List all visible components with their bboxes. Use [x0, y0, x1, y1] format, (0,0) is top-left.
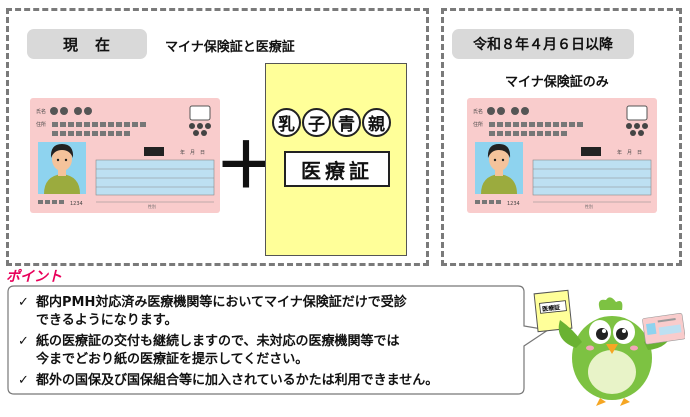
- current-label: 現 在: [27, 29, 147, 59]
- svg-text:氏名: 氏名: [473, 108, 483, 115]
- type-oya: 親: [362, 108, 391, 137]
- svg-text:氏名: 氏名: [36, 108, 46, 115]
- svg-text:性別: 性別: [148, 203, 156, 209]
- type-sei: 青: [332, 108, 361, 137]
- future-panel: [441, 8, 682, 266]
- mascot-bird-icon: 医療証: [533, 289, 685, 406]
- check-icon: ✓: [18, 373, 29, 388]
- svg-text:年 月 日: 年 月 日: [180, 149, 205, 156]
- future-caption: マイナ保険証のみ: [505, 75, 609, 90]
- point-list: ✓ 都内PMH対応済み医療機関等においてマイナ保険証だけで受診 できるようになり…: [18, 294, 438, 393]
- point-label: ポイント: [6, 269, 62, 285]
- paper-medical-certificate: 乳 子 青 親 医療証: [265, 63, 407, 256]
- future-label: 令和８年４月６日以降: [452, 29, 634, 59]
- certificate-title: 医療証: [284, 151, 390, 187]
- my-number-card-future: 氏名 住所 年 月 日 1234 性別: [467, 98, 657, 213]
- check-icon: ✓: [18, 334, 29, 349]
- my-number-card-current: 氏名 住所 年 月 日 1234 性別: [30, 98, 220, 213]
- svg-text:1234: 1234: [507, 201, 520, 207]
- check-icon: ✓: [18, 295, 29, 310]
- type-ko: 子: [302, 108, 331, 137]
- svg-text:性別: 性別: [585, 203, 593, 209]
- svg-text:1234: 1234: [70, 201, 83, 207]
- mascot-sign-text: 医療証: [542, 303, 561, 313]
- svg-text:住所: 住所: [473, 121, 483, 128]
- point-item: ✓ 紙の医療証の交付も継続しますので、未対応の医療機関等では 今までどおり紙の医…: [18, 334, 400, 367]
- type-nyu: 乳: [272, 108, 301, 137]
- current-panel: [6, 8, 429, 266]
- svg-text:住所: 住所: [36, 121, 46, 128]
- point-item: ✓ 都内PMH対応済み医療機関等においてマイナ保険証だけで受診 できるようになり…: [18, 295, 407, 328]
- current-caption: マイナ保険証と医療証: [165, 40, 295, 55]
- point-item: ✓ 都外の国保及び国保組合等に加入されているかたは利用できません。: [18, 373, 439, 388]
- certificate-types: 乳 子 青 親: [272, 108, 391, 137]
- svg-text:年 月 日: 年 月 日: [617, 149, 642, 156]
